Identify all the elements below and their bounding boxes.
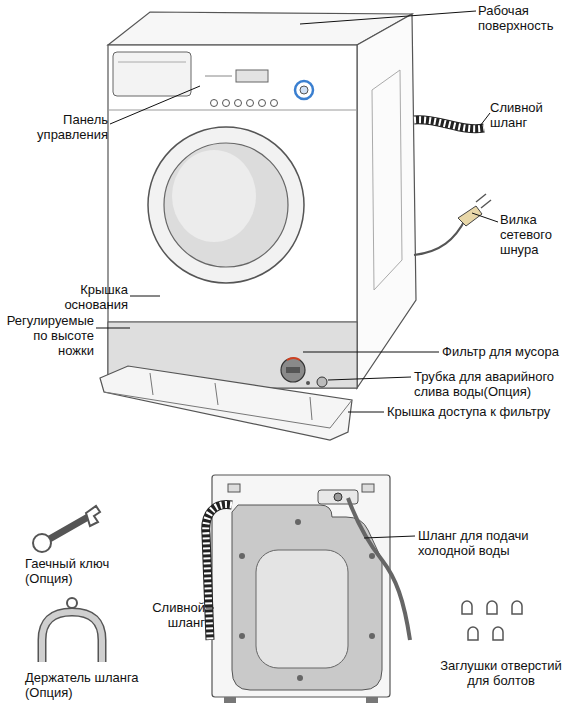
hose-holder-fill (42, 612, 102, 662)
part-label: Фильтр для мусора (442, 344, 577, 359)
side-panel (357, 14, 416, 388)
bolt-cap (493, 627, 503, 640)
plug (458, 206, 482, 226)
hose-ribs (206, 505, 232, 640)
part-label: Держатель шланга (Опция) (25, 670, 165, 700)
drain-hose (414, 120, 484, 129)
part-label: Гаечный ключ (Опция) (25, 556, 135, 586)
wrench-handle (46, 517, 88, 541)
cold-water-hose (348, 498, 410, 640)
leader-line (480, 113, 490, 126)
plug-pin (476, 194, 486, 202)
leader-line (364, 536, 415, 538)
part-label: Панель управления (20, 112, 108, 142)
holder-eye (67, 598, 77, 608)
wrench-ring (33, 534, 51, 552)
bolt-caps (462, 601, 522, 640)
detergent-drawer (113, 52, 191, 96)
leader-line (348, 412, 384, 413)
part-label: Крышка доступа к фильтру (387, 404, 577, 419)
button (211, 100, 218, 107)
bolt-cap (462, 601, 472, 614)
leader-line (328, 377, 411, 380)
inlet-port (334, 493, 342, 501)
cover-edge (330, 400, 352, 428)
button (235, 100, 242, 107)
part-label: Рабочая поверхность (478, 3, 578, 33)
bolt-cap (487, 601, 497, 614)
display (236, 70, 268, 82)
bolt-cap (468, 627, 478, 640)
plug-pin (481, 200, 491, 208)
knob-center (300, 86, 308, 94)
back-cover (232, 505, 382, 690)
screws (239, 519, 375, 681)
door-ring (148, 127, 304, 283)
leader-line (472, 213, 498, 222)
filter-mark (287, 358, 300, 360)
leader-lines (96, 11, 498, 608)
button (247, 100, 254, 107)
glass-highlight (172, 150, 256, 242)
button (223, 100, 230, 107)
panel-edge (108, 110, 357, 111)
screw (295, 519, 301, 525)
back-panel (212, 475, 390, 697)
bracket (362, 484, 374, 492)
door-glass (164, 143, 288, 267)
screw (369, 553, 375, 559)
back-drain-hose (206, 505, 232, 640)
side-emboss (372, 70, 402, 290)
part-label: Вилка сетевого шнура (500, 212, 570, 257)
buttons (211, 100, 278, 107)
leader-line (130, 296, 160, 297)
button (259, 100, 266, 107)
emergency-drain-tube (317, 377, 327, 387)
part-label: Заглушки отверстий для болтов (432, 658, 570, 688)
power-cord (414, 218, 466, 255)
back-cover-inner (256, 550, 348, 668)
screw (239, 633, 245, 639)
bolt-cap (512, 601, 522, 614)
hose-ribs (414, 120, 484, 129)
debris-filter (281, 358, 305, 382)
part-label: Шланг для подачи холодной воды (418, 528, 558, 558)
part-label: Крышка основания (40, 282, 128, 312)
leader-line (303, 352, 439, 353)
leader-line (300, 11, 476, 24)
filter-cover (100, 366, 352, 440)
leader-line (206, 608, 214, 609)
leader-line (110, 86, 200, 124)
hose-holder (42, 612, 102, 662)
program-knob (295, 81, 313, 99)
foot (224, 697, 236, 703)
button (271, 100, 278, 107)
bracket (228, 484, 240, 492)
screw (239, 553, 245, 559)
wrench-jaw (86, 506, 100, 526)
part-label: Трубка для аварийного слива воды(Опция) (414, 369, 579, 399)
inlet-valve (318, 490, 358, 504)
part-label: Регулируемые по высоте ножки (0, 313, 94, 358)
part-label: Сливной шланг (125, 600, 205, 630)
foot (366, 697, 378, 703)
filter-handle (286, 367, 300, 373)
front-panel (108, 45, 357, 388)
panel-mark (205, 76, 232, 77)
screw (297, 675, 303, 681)
leader-line (96, 328, 130, 329)
screw (369, 633, 375, 639)
small-hole (306, 381, 310, 385)
cover-clips (150, 373, 312, 420)
drawer-line (118, 62, 186, 63)
part-label: Сливной шланг (490, 100, 570, 130)
